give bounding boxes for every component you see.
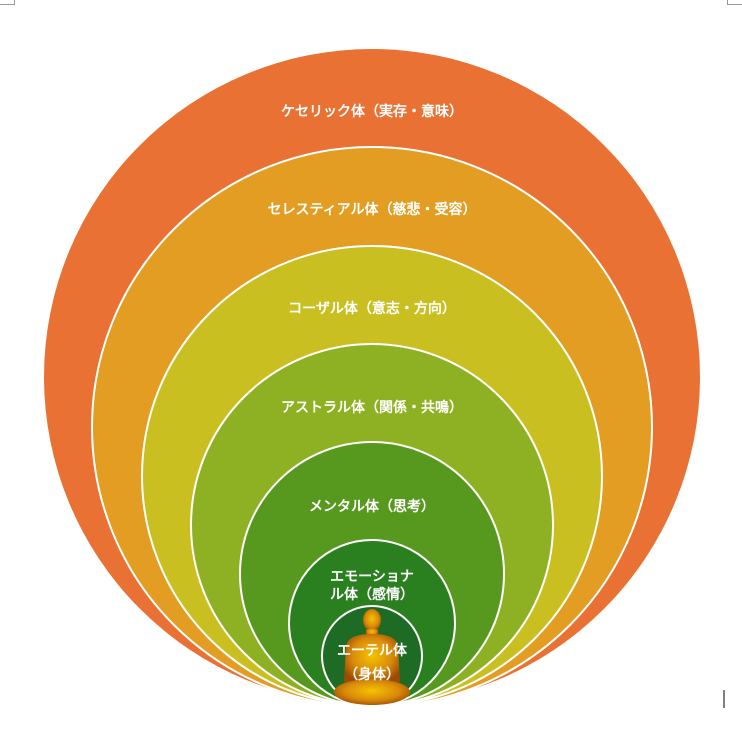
layer-label-kethric: ケセリック体（実存・意味） xyxy=(281,104,463,120)
layer-label-causal: コーザル体（意志・方向） xyxy=(288,301,456,317)
layer-label-mental: メンタル体（思考） xyxy=(309,499,435,515)
meditating-figure-icon xyxy=(334,609,410,705)
layer-label-emotional-1: エモーショナ xyxy=(330,569,414,585)
layer-label-astral: アストラル体（関係・共鳴） xyxy=(281,400,463,416)
layer-label-etheric-2: （身体） xyxy=(344,667,400,683)
page-corner-mark-left xyxy=(0,0,15,5)
layer-label-emotional-2: ル体（感情） xyxy=(330,587,414,603)
layer-label-etheric-1: エーテル体 xyxy=(337,643,407,659)
layer-label-celestial: セレスティアル体（慈悲・受容） xyxy=(267,202,477,218)
page-corner-mark-right xyxy=(727,0,742,5)
